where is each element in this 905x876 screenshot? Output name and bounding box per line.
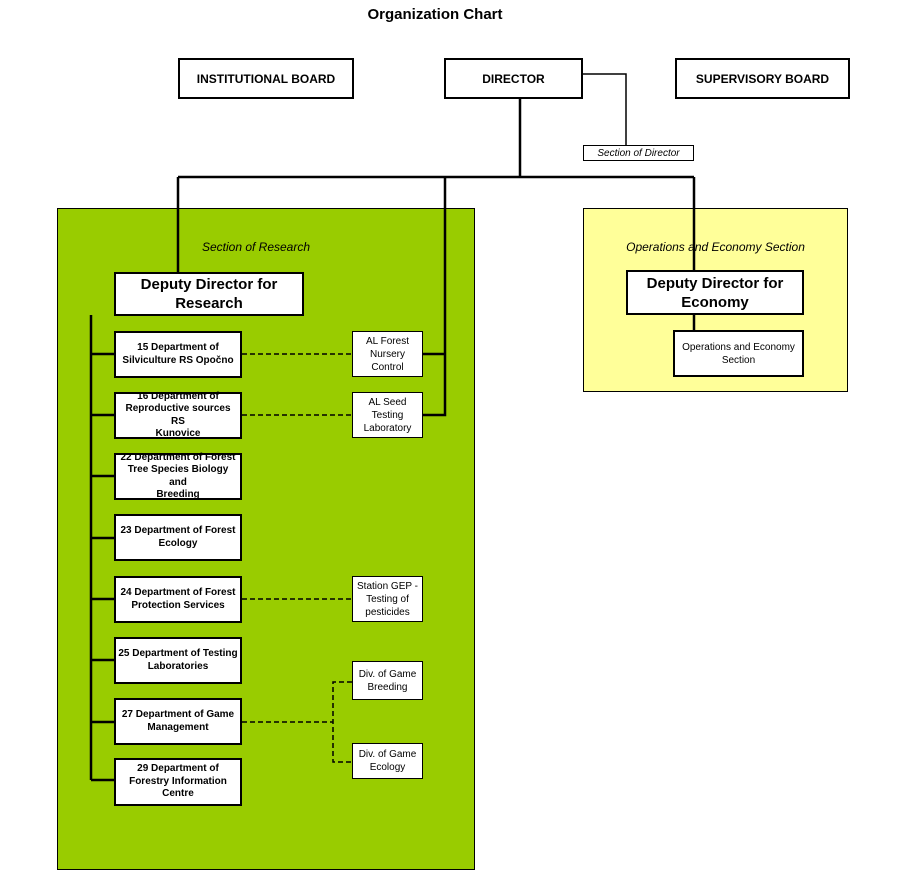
dept-29-label: 29 Department of Forestry Information Ce… (129, 763, 227, 800)
al-forest-nursery-control-label: AL Forest Nursery Control (366, 335, 409, 373)
page-title: Organization Chart (367, 6, 503, 23)
deputy-director-research-box: Deputy Director for Research (114, 272, 304, 316)
dept-15-box: 15 Department of Silviculture RS Opočno (114, 331, 242, 378)
deputy-director-economy-label: Deputy Director for Economy (646, 274, 784, 311)
dept-15-label: 15 Department of Silviculture RS Opočno (122, 342, 234, 366)
branch-to-al-units-line (423, 177, 447, 417)
dept-16-box: 16 Department of Reproductive sources RS… (114, 390, 242, 440)
institutional-board-box: INSTITUTIONAL BOARD (178, 58, 354, 99)
section-of-director-label: Section of Director (597, 147, 680, 159)
dept-22-box: 22 Department of Forest Tree Species Bio… (114, 451, 242, 501)
dept-25-label: 25 Department of Testing Laboratories (118, 648, 238, 672)
station-gep-label: Station GEP - Testing of pesticides (357, 580, 418, 618)
director-box: DIRECTOR (444, 58, 583, 99)
section-of-director-line (582, 73, 627, 145)
operations-economy-subsection-box: Operations and Economy Section (673, 330, 804, 377)
station-gep-box: Station GEP - Testing of pesticides (352, 576, 423, 622)
div-game-ecology-label: Div. of Game Ecology (358, 749, 417, 773)
economy-section-label: Operations and Economy Section (626, 240, 805, 254)
supervisory-board-label: SUPERVISORY BOARD (695, 71, 830, 86)
institutional-board-label: INSTITUTIONAL BOARD (196, 71, 336, 86)
section-of-director-box: Section of Director (583, 145, 694, 161)
operations-economy-subsection-label: Operations and Economy Section (682, 341, 795, 366)
div-game-ecology-box: Div. of Game Ecology (352, 743, 423, 779)
game-divisions-dashed-link (332, 681, 352, 763)
director-label: DIRECTOR (482, 71, 545, 86)
dept-24-box: 24 Department of Forest Protection Servi… (114, 576, 242, 623)
div-game-breeding-box: Div. of Game Breeding (352, 661, 423, 700)
dept-27-box: 27 Department of Game Management (114, 698, 242, 745)
al-seed-testing-laboratory-box: AL Seed Testing Laboratory (352, 392, 423, 438)
dept-22-label: 22 Department of Forest Tree Species Bio… (120, 451, 236, 501)
dept-23-box: 23 Department of Forest Ecology (114, 514, 242, 561)
dept-23-label: 23 Department of Forest Ecology (120, 525, 236, 549)
div-game-breeding-label: Div. of Game Breeding (358, 668, 417, 693)
deputy-director-research-label: Deputy Director for Research (140, 276, 278, 312)
supervisory-board-box: SUPERVISORY BOARD (675, 58, 850, 99)
dept-24-label: 24 Department of Forest Protection Servi… (120, 587, 236, 611)
dept-29-box: 29 Department of Forestry Information Ce… (114, 758, 242, 806)
deputy-director-economy-box: Deputy Director for Economy (626, 270, 804, 315)
al-forest-nursery-control-box: AL Forest Nursery Control (352, 331, 423, 377)
dept-27-label: 27 Department of Game Management (121, 709, 235, 733)
research-section-label: Section of Research (201, 240, 311, 254)
dept-25-box: 25 Department of Testing Laboratories (114, 637, 242, 684)
dept-16-label: 16 Department of Reproductive sources RS… (125, 390, 231, 440)
al-seed-testing-laboratory-label: AL Seed Testing Laboratory (363, 396, 412, 434)
